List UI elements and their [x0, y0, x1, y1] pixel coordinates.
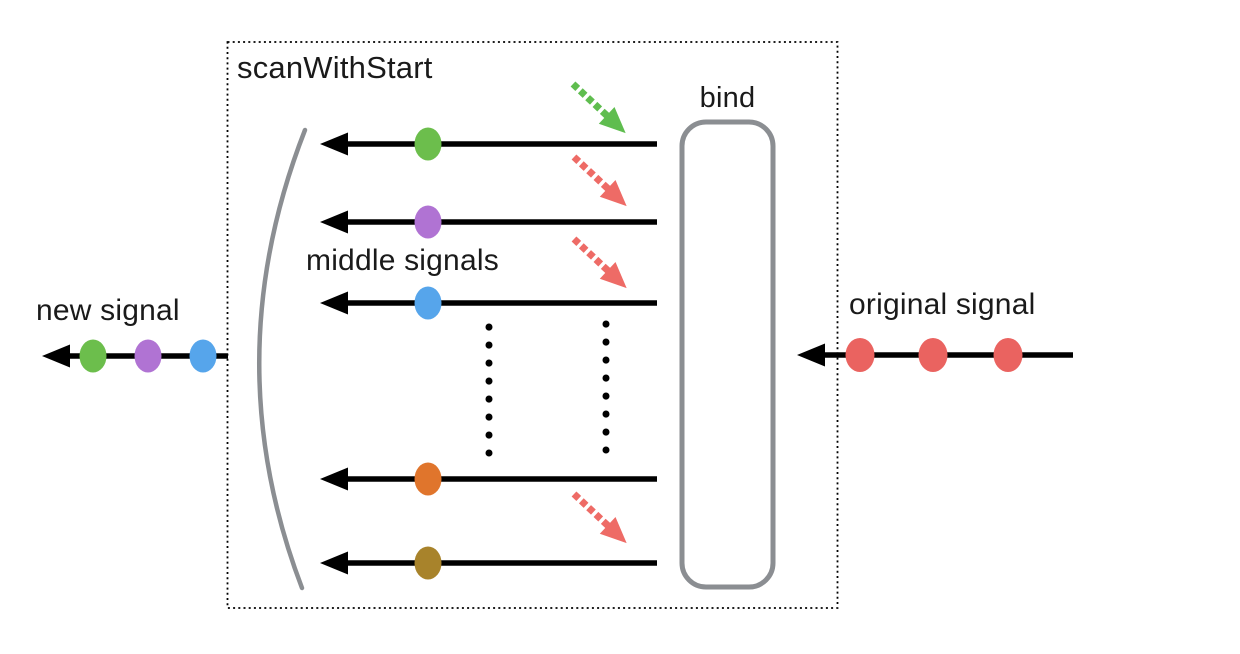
middle-signal-row-2: [320, 205, 657, 239]
event-dot-red: [918, 338, 948, 372]
bind-label: bind: [699, 82, 756, 114]
original-signal-label: original signal: [849, 288, 1036, 321]
event-dot-blue: [189, 339, 217, 373]
event-dot-green: [79, 339, 107, 373]
middle-signal-row-5: [320, 546, 657, 580]
bind-arrow-red-1: [571, 154, 627, 207]
arrowhead-left-icon: [320, 467, 348, 491]
dashed-arrow-shaft: [571, 491, 612, 530]
arrowhead-left-icon: [320, 132, 348, 156]
arrowhead-left-icon: [320, 291, 348, 315]
arrowhead-icon: [599, 261, 627, 289]
middle-signal-row-4: [320, 462, 657, 496]
event-dot-red: [845, 338, 875, 372]
event-dot-green: [414, 127, 442, 161]
event-dot-blue: [414, 286, 442, 320]
event-dot-orange: [414, 462, 442, 496]
bind-box: [679, 119, 776, 590]
event-dot-red: [993, 338, 1023, 372]
bind-arrow-green: [570, 81, 626, 134]
bind-arrow-red-3: [571, 491, 627, 544]
original-signal-row: [797, 338, 1073, 372]
event-dot-purple: [414, 205, 442, 239]
middle-signal-row-1: [320, 127, 657, 161]
dashed-arrow-shaft: [571, 154, 612, 193]
event-dot-olive: [414, 546, 442, 580]
bind-arrow-red-2: [571, 236, 627, 289]
arrowhead-icon: [598, 106, 626, 134]
box-title-label: scanWithStart: [237, 50, 433, 85]
dashed-arrow-shaft: [570, 81, 611, 120]
dashed-arrow-shaft: [571, 236, 612, 275]
arrowhead-icon: [599, 516, 627, 544]
arrowhead-left-icon: [797, 343, 825, 367]
middle-signals-label: middle signals: [306, 244, 499, 277]
middle-signal-row-3: [320, 286, 657, 320]
new-signal-row: [42, 339, 228, 373]
arrowhead-left-icon: [42, 344, 70, 368]
arrowhead-left-icon: [320, 210, 348, 234]
arrowhead-left-icon: [320, 551, 348, 575]
arrowhead-icon: [599, 179, 627, 207]
merge-arc: [257, 127, 308, 591]
event-dot-purple: [134, 339, 162, 373]
new-signal-label: new signal: [36, 294, 180, 327]
